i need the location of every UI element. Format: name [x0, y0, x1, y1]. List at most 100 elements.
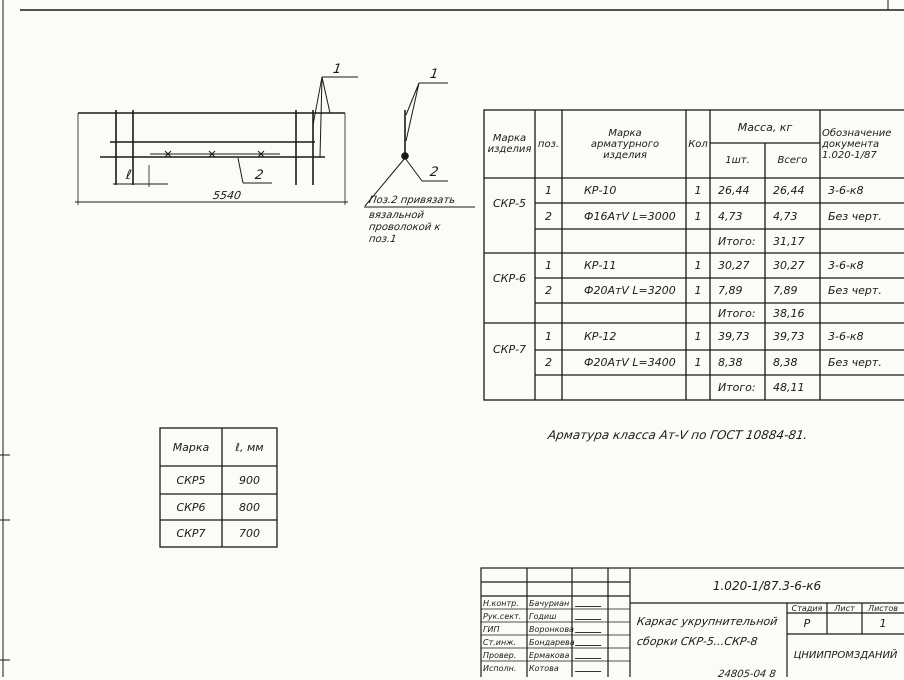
sheets-value: 1 [879, 617, 887, 630]
role-label: Исполн. [483, 664, 517, 673]
group-mark: СКР-5 [492, 197, 527, 210]
rebar-class-note: Арматура класса Ат-Ⅴ по ГОСТ 10884-81. [547, 428, 809, 442]
row-qty: 1 [694, 356, 702, 369]
row-mass-total: 7,89 [773, 284, 798, 297]
signature-mark [574, 666, 604, 672]
role-name: Ермакова [529, 651, 570, 660]
row-doc: 3-6-к8 [828, 330, 864, 343]
row-qty: 1 [694, 284, 702, 297]
role-label: ГИП [483, 625, 500, 634]
row-mass-total: 4,73 [773, 209, 798, 223]
row-item: КР-12 [584, 330, 617, 343]
row-doc: Без черт. [828, 356, 882, 369]
group-total-label: Итого: [718, 306, 756, 320]
role-label: Н.контр. [483, 599, 519, 608]
row-pos: 1 [545, 330, 552, 343]
role-label: Рук.сект. [483, 612, 522, 621]
row-qty: 1 [694, 184, 702, 197]
note-line-2: вязальной [368, 210, 425, 221]
role-name: Котова [529, 664, 559, 673]
row-doc: Без черт. [828, 284, 882, 297]
stage-label: Стадия [791, 603, 823, 613]
row-mass-one: 7,89 [718, 284, 743, 297]
row-mass-one: 8,38 [718, 356, 743, 369]
signature-mark [574, 601, 604, 607]
group-mark: СКР-7 [492, 342, 527, 356]
l-row-value: 900 [239, 473, 260, 487]
row-item: Ф16АтⅤ L=3000 [584, 209, 676, 223]
header-mass: Масса, кг [737, 121, 793, 134]
row-pos: 2 [545, 209, 552, 223]
l-header-mark: Марка [172, 440, 210, 454]
note-line-3: проволокой к [368, 222, 442, 233]
row-qty: 1 [694, 209, 702, 223]
header-mass-total: Всего [777, 155, 808, 166]
row-pos: 2 [545, 284, 552, 297]
row-doc: 3-6-к8 [828, 259, 864, 272]
l-row-mark: СКР7 [176, 527, 206, 540]
archive-number: 24805-04 8 [717, 669, 777, 680]
row-pos: 1 [545, 184, 552, 197]
group-total-label: Итого: [718, 381, 756, 394]
role-name: Бачуриан [529, 599, 570, 608]
cage-elevation [75, 76, 358, 205]
header-pos: поз. [537, 138, 560, 150]
note-line-1: Поз.2 привязать [368, 195, 456, 206]
cage-section [364, 82, 475, 208]
row-mass-one: 4,73 [718, 209, 743, 223]
header-rebar-mark: Марка арматурного изделия [590, 127, 660, 161]
row-mass-one: 30,27 [718, 259, 750, 272]
spec-table-grid [483, 109, 904, 401]
row-doc: Без черт. [828, 209, 882, 223]
doc-code: 1.020-1/87.3-6-к6 [712, 578, 822, 593]
role-name: Годиш [529, 612, 557, 621]
group-total: 31,17 [773, 234, 805, 248]
l-header-l: ℓ, мм [235, 440, 264, 454]
row-qty: 1 [694, 330, 702, 343]
l-row-value: 800 [239, 500, 260, 514]
role-label: Провер. [483, 651, 517, 660]
group-total: 48,11 [773, 381, 805, 394]
title-line-2: сборки СКР-5...СКР-8 [636, 635, 759, 648]
header-doc: Обозначение документа 1.020-1/87 [822, 127, 892, 161]
dim-overall: 5540 [212, 189, 242, 202]
note-line-4: поз.1 [368, 234, 398, 245]
row-item: Ф20АтⅤ L=3400 [584, 356, 676, 369]
row-doc: 3-6-к8 [828, 184, 864, 197]
l-row-mark: СКР5 [176, 473, 206, 487]
signature-mark [574, 614, 604, 620]
header-mass-one: 1шт. [725, 155, 750, 166]
l-row-value: 700 [239, 527, 260, 540]
stage-value: Р [803, 617, 811, 630]
signature-mark [574, 640, 604, 646]
header-qty: Кол [688, 138, 708, 150]
header-mark: Марка изделия [487, 133, 532, 155]
row-item: Ф20АтⅤ L=3200 [584, 284, 676, 297]
row-mass-total: 39,73 [773, 330, 805, 343]
row-item: КР-11 [584, 259, 617, 272]
signature-mark [574, 627, 604, 633]
role-name: Воронкова [529, 625, 574, 634]
role-name: Бондарева [529, 638, 575, 647]
row-pos: 1 [545, 259, 552, 272]
row-mass-total: 26,44 [773, 184, 805, 197]
row-mass-total: 30,27 [773, 259, 805, 272]
row-qty: 1 [694, 259, 702, 272]
signature-mark [574, 653, 604, 659]
group-total: 38,16 [773, 306, 805, 320]
role-label: Ст.инж. [483, 638, 516, 647]
organization: ЦНИИПРОМЗДАНИЙ [793, 650, 898, 661]
title-line-1: Каркас укрупнительной [636, 615, 779, 628]
sheet-label: Лист [834, 603, 855, 613]
row-mass-one: 26,44 [718, 184, 750, 197]
title-block-grid [480, 567, 904, 677]
row-pos: 2 [545, 356, 552, 369]
row-mass-total: 8,38 [773, 356, 798, 369]
row-item: КР-10 [584, 184, 617, 197]
l-table-grid [159, 427, 278, 548]
row-mass-one: 39,73 [718, 330, 750, 343]
group-total-label: Итого: [718, 234, 756, 248]
sheets-label: Листов [868, 603, 898, 613]
l-row-mark: СКР6 [176, 500, 206, 514]
